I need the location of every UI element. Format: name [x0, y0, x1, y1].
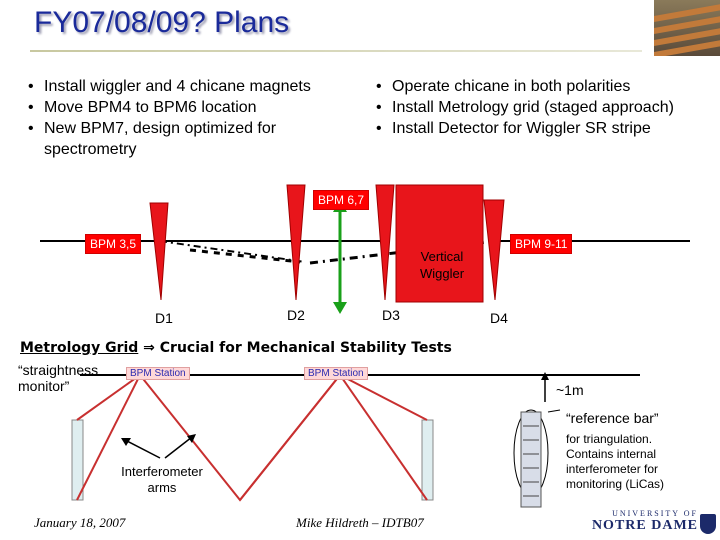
interferometer-pointer-left [124, 439, 161, 459]
arrow-head-down [333, 302, 347, 314]
vertical-wiggler [395, 184, 484, 303]
bpm-station-label-2: BPM Station [304, 367, 368, 380]
footer-author: Mike Hildreth – IDTB07 [296, 515, 424, 530]
dipole-d4 [483, 199, 505, 301]
university-seal-icon [700, 514, 716, 534]
footer-date: January 18, 2007 [34, 515, 126, 530]
metrology-heading: Metrology Grid ⇒ Crucial for Mechanical … [20, 340, 452, 356]
bpm-label-9-11: BPM 9-11 [510, 234, 573, 254]
bullet-item: New BPM7, design optimized for spectrome… [28, 118, 368, 160]
page-title: FY07/08/09? Plans [34, 6, 290, 39]
bullet-item: Operate chicane in both polarities [376, 76, 716, 97]
reference-bar-description: for triangulation. Contains internal int… [566, 432, 665, 491]
header-photo [654, 0, 720, 56]
interferometer-pointer-right [164, 436, 193, 459]
title-underline [30, 50, 642, 52]
wiggler-label: Vertical Wiggler [419, 249, 465, 281]
bullet-item: Install Detector for Wiggler SR stripe [376, 118, 716, 139]
bullet-list-right: Operate chicane in both polarities Insta… [376, 76, 716, 139]
beam-path-upper [159, 240, 306, 263]
bpm-station-label-1: BPM Station [126, 367, 190, 380]
bullet-item: Install Metrology grid (staged approach) [376, 97, 716, 118]
university-logo: UNIVERSITY OF NOTRE DAME [591, 509, 698, 533]
bpm-label-3-5: BPM 3,5 [85, 234, 142, 254]
distance-label: ~1m [556, 382, 584, 398]
dipole-d2 [286, 184, 306, 301]
beam-path-dashed [189, 248, 301, 264]
magnet-label-d3: D3 [382, 307, 400, 323]
magnet-label-d1: D1 [155, 310, 173, 326]
dipole-d3 [375, 184, 395, 301]
interferometer-arms-label: Interferometer arms [121, 464, 203, 495]
reference-post-right [421, 419, 434, 501]
bullet-item: Install wiggler and 4 chicane magnets [28, 76, 368, 97]
straightness-monitor-label: “straightness monitor” [18, 362, 99, 394]
magnet-label-d2: D2 [287, 307, 305, 323]
reference-bar-label: “reference bar” [566, 410, 659, 426]
reference-bar [520, 411, 542, 508]
bpm-label-6-7: BPM 6,7 [313, 190, 370, 210]
bullet-item: Move BPM4 to BPM6 location [28, 97, 368, 118]
dipole-d1 [149, 202, 169, 301]
magnet-label-d4: D4 [490, 310, 508, 326]
bullet-list-left: Install wiggler and 4 chicane magnets Mo… [28, 76, 368, 160]
reference-post-left [71, 419, 84, 501]
